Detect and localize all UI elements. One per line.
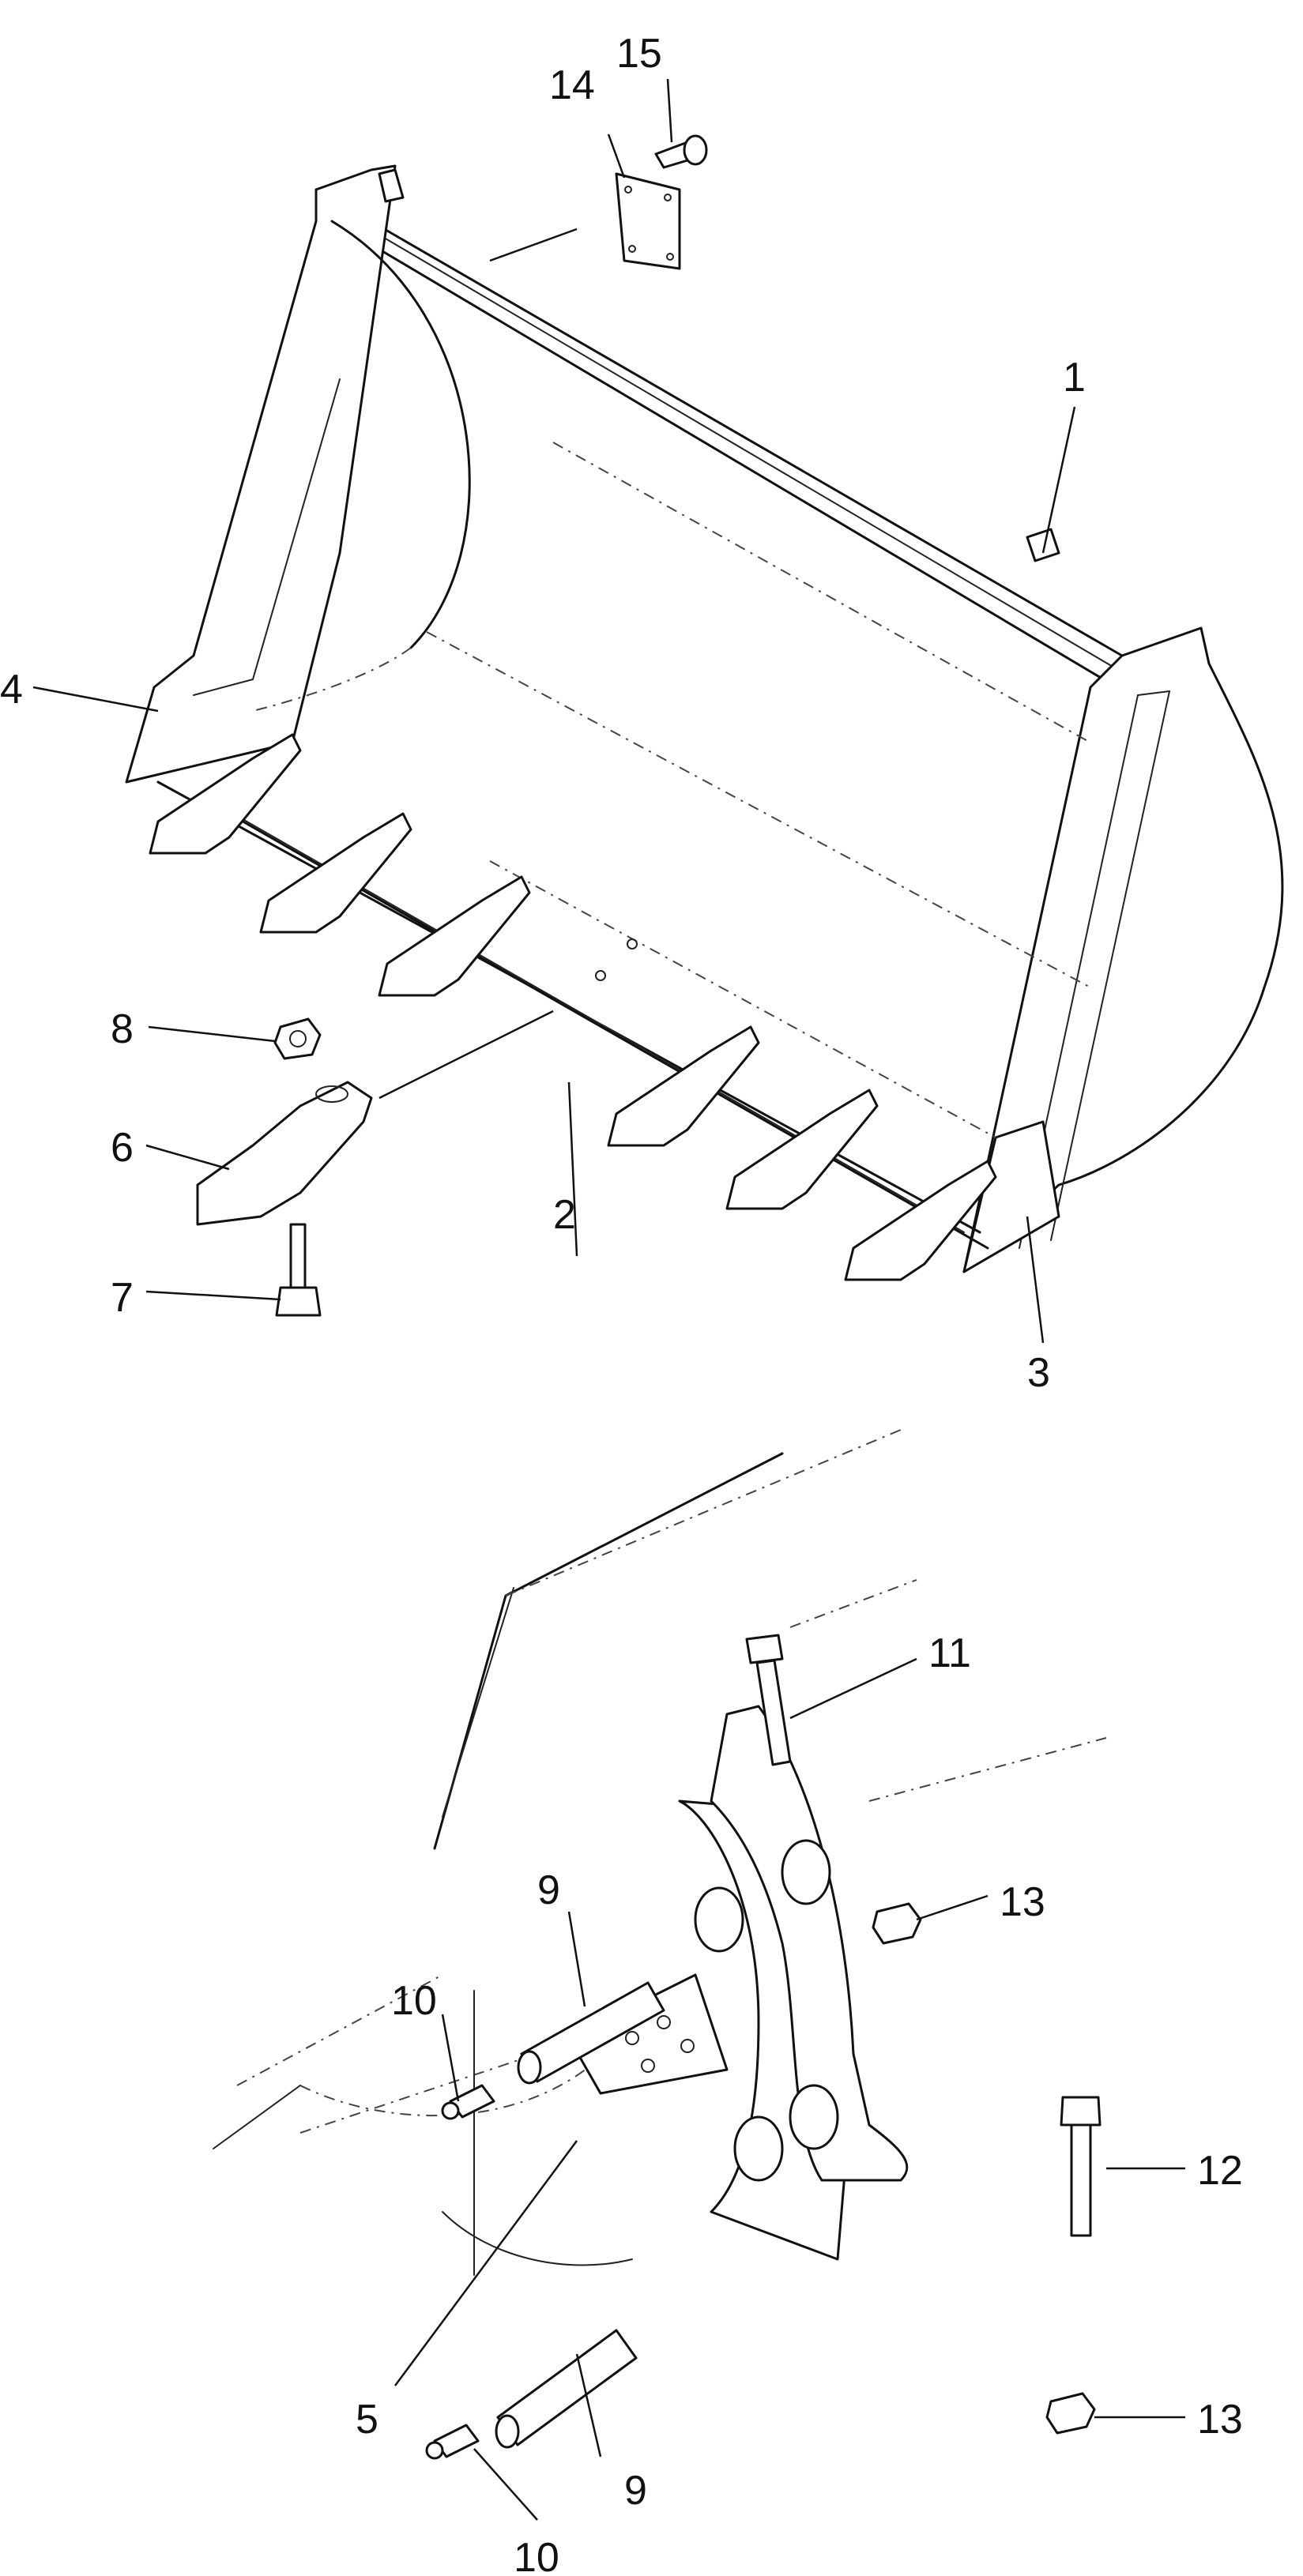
nut-part-13-upper xyxy=(872,1902,922,1945)
tooth-part-6 xyxy=(196,1081,373,1226)
bolt-part-12 xyxy=(1060,2096,1102,2237)
bolt-part-7 xyxy=(275,1223,322,1317)
callout-2: 2 xyxy=(553,1192,576,1238)
callout-9-upper: 9 xyxy=(537,1867,560,1913)
callout-7: 7 xyxy=(111,1275,134,1321)
cover-plate-part-14 xyxy=(615,172,681,270)
grease-fitting-part-10-lower xyxy=(425,2424,480,2460)
callout-3: 3 xyxy=(1027,1350,1050,1396)
callout-5: 5 xyxy=(356,2397,378,2442)
grease-fitting-part-10-upper xyxy=(441,2084,495,2120)
pin-part-9-lower xyxy=(495,2329,638,2449)
callout-labels: 1 2 3 4 5 6 7 8 9 9 10 10 11 12 13 13 14… xyxy=(0,31,1243,2576)
callout-12: 12 xyxy=(1197,2148,1243,2194)
bucket-teeth-row xyxy=(149,733,997,1281)
leader-lines xyxy=(32,78,1185,2521)
callout-9-lower: 9 xyxy=(624,2468,647,2514)
callout-1: 1 xyxy=(1063,355,1086,401)
callout-10-upper: 10 xyxy=(391,1978,437,2024)
bolt-part-15 xyxy=(654,134,708,169)
nut-part-8 xyxy=(273,1017,322,1060)
callout-11: 11 xyxy=(928,1630,971,1676)
callout-13-upper: 13 xyxy=(1000,1879,1045,1925)
callout-14: 14 xyxy=(549,62,595,108)
callout-4: 4 xyxy=(0,667,23,713)
callout-15: 15 xyxy=(616,31,662,77)
callout-13-lower: 13 xyxy=(1197,2397,1243,2442)
callout-10-lower: 10 xyxy=(514,2535,559,2576)
hinge-bracket xyxy=(678,1705,909,2261)
bolt-part-11 xyxy=(745,1634,792,1766)
callout-8: 8 xyxy=(111,1006,134,1052)
pin-part-9-upper xyxy=(517,1981,665,2085)
callout-6: 6 xyxy=(111,1125,134,1171)
bucket-back-view xyxy=(213,1429,1107,2276)
nut-part-13-lower xyxy=(1045,2392,1096,2435)
bucket-body xyxy=(125,164,1284,1273)
